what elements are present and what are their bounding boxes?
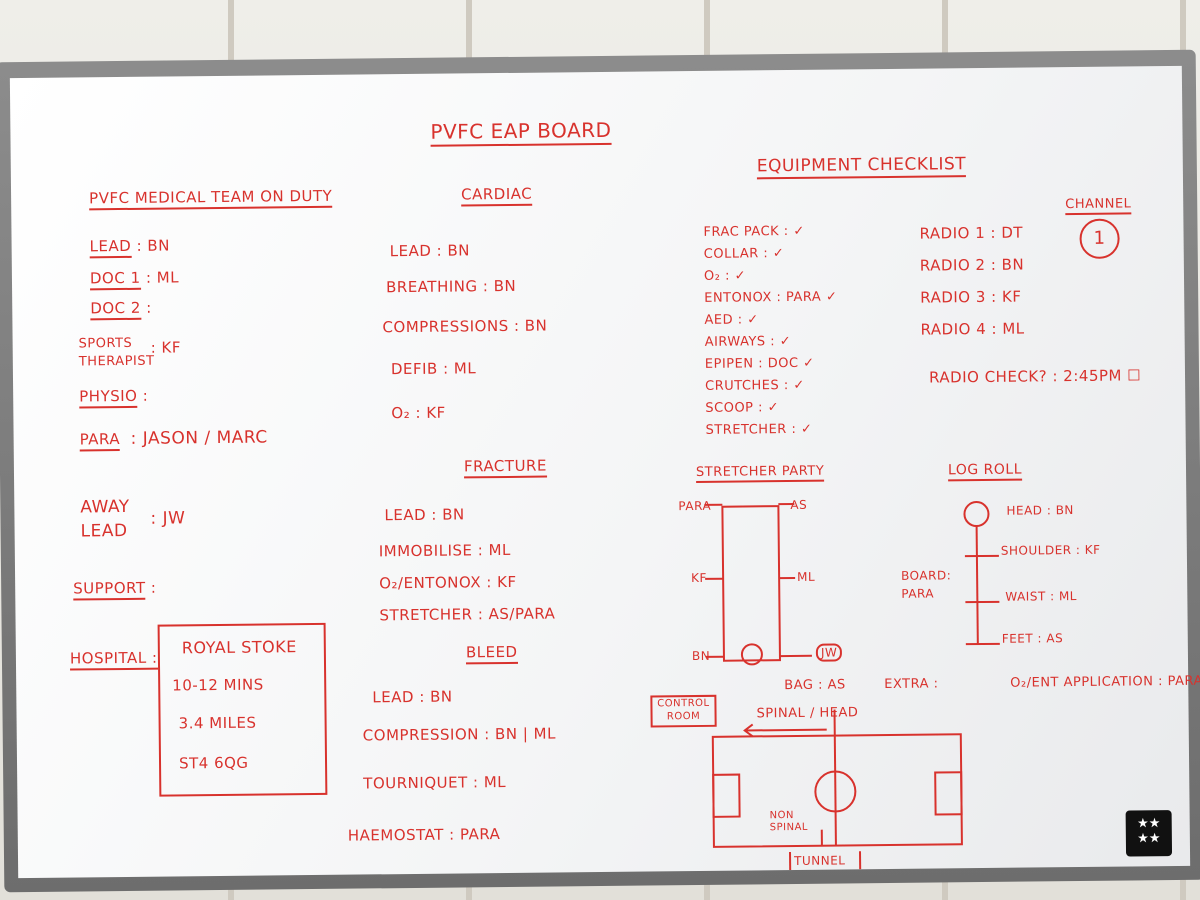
patient-head-icon (963, 501, 990, 528)
board-brand-logo: ★★★★ (1125, 810, 1173, 857)
stretcher-head-circle (740, 643, 763, 666)
whiteboard: PVFC EAP BOARD PVFC MEDICAL TEAM ON DUTY… (9, 65, 1200, 879)
pitch-outline (711, 733, 963, 848)
board-drawings (704, 501, 1000, 871)
whiteboard-frame: PVFC EAP BOARD PVFC MEDICAL TEAM ON DUTY… (0, 49, 1200, 893)
stretcher-shape (721, 505, 782, 662)
